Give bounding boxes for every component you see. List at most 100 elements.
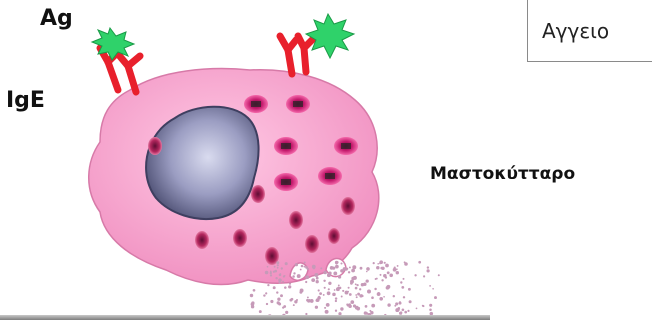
mediator-dot <box>293 272 295 274</box>
mediator-dot <box>363 282 367 286</box>
mediator-dot <box>394 305 396 307</box>
mediator-dot <box>356 307 360 311</box>
mediator-dot <box>370 311 373 314</box>
mediator-dot <box>348 287 350 289</box>
mediator-dot <box>304 262 306 264</box>
mediator-dot <box>285 262 288 265</box>
mediator-dot <box>328 271 331 274</box>
mediator-dot <box>335 265 339 269</box>
mediator-dot <box>355 283 357 285</box>
mediator-dot <box>379 297 383 301</box>
ige-antibody-right <box>280 36 314 74</box>
mediator-dot <box>383 296 385 298</box>
mediator-dot <box>327 291 331 295</box>
mediator-dot <box>325 310 329 314</box>
mediator-dot <box>275 277 277 279</box>
mediator-dot <box>376 266 379 269</box>
mediator-dot <box>314 273 318 277</box>
mediator-dot <box>307 300 310 303</box>
mediator-dot <box>283 305 286 308</box>
mediator-dot <box>355 294 357 296</box>
mediator-dot <box>277 267 279 269</box>
mediator-dot <box>316 280 319 283</box>
mediator-dot <box>277 264 279 266</box>
mediator-dot <box>293 304 295 306</box>
mediator-dot <box>320 267 322 269</box>
mediator-dot <box>404 262 408 266</box>
title-box-text: Αγγειο <box>542 19 609 43</box>
mediator-dot <box>350 282 353 285</box>
ige-label: IgE <box>6 88 45 113</box>
mediator-dot <box>393 268 397 272</box>
mediator-dot <box>386 285 390 289</box>
mediator-dot <box>393 295 395 297</box>
granule <box>251 185 265 203</box>
mediator-dot <box>273 286 276 289</box>
mediator-dot <box>427 266 429 268</box>
mediator-dot <box>397 265 399 267</box>
mediator-dot <box>253 289 256 292</box>
mediator-dot <box>432 288 434 290</box>
mediator-dot <box>377 292 379 294</box>
mediator-dot <box>307 268 309 270</box>
mediator-dot <box>276 291 278 293</box>
mediator-dot <box>371 296 374 299</box>
mediator-dot <box>348 271 350 273</box>
mediator-dot <box>342 290 344 292</box>
mediator-dot <box>289 299 292 302</box>
mediator-dot <box>429 285 431 287</box>
mediator-dot <box>300 269 302 271</box>
mediator-dot <box>352 265 356 269</box>
mediator-dot <box>313 267 316 270</box>
mediator-dot <box>400 311 402 313</box>
mediator-dot <box>349 303 351 305</box>
mediator-dot <box>304 266 306 268</box>
mediator-dot <box>270 300 273 303</box>
mediator-dot <box>300 289 304 293</box>
mediator-dot <box>283 275 285 277</box>
mediator-dot <box>366 279 369 282</box>
mediator-dot <box>359 288 361 290</box>
mediator-dot <box>267 284 269 286</box>
mediator-dot <box>422 305 424 307</box>
mediator-dot <box>416 308 418 310</box>
mediator-dot <box>404 311 407 314</box>
mediator-dot <box>360 267 363 270</box>
mediator-dot <box>319 292 322 295</box>
mediator-dot <box>356 284 358 286</box>
mediator-dot <box>281 267 283 269</box>
mediator-dot <box>277 301 280 304</box>
mediator-dot <box>389 274 393 278</box>
mediator-dot <box>350 300 354 304</box>
mediator-dot <box>376 278 378 280</box>
mediator-dot <box>297 274 301 278</box>
mediator-dot <box>357 293 360 296</box>
mediator-dot <box>371 304 375 308</box>
mediator-dot <box>305 281 307 283</box>
mediator-dot <box>402 308 405 311</box>
mediator-dot <box>429 309 432 312</box>
mediator-dot <box>353 276 357 280</box>
mediator-dot <box>349 266 351 268</box>
mediator-dot <box>316 277 319 280</box>
mediator-dot <box>381 279 383 281</box>
antigen-left <box>92 28 134 60</box>
granule <box>305 235 319 253</box>
granule <box>289 211 303 229</box>
mediator-dot <box>387 303 390 306</box>
granule <box>341 197 355 215</box>
mediator-dot <box>337 287 339 289</box>
mediator-dot <box>265 271 269 275</box>
granule <box>328 228 340 244</box>
mediator-dot <box>250 294 253 297</box>
mediator-dot <box>301 265 304 268</box>
mediator-dot <box>333 271 337 275</box>
mediator-dot <box>263 294 265 296</box>
mediator-dot <box>343 262 345 264</box>
ige-antibody-left <box>100 48 140 92</box>
mediator-dot <box>426 269 429 272</box>
mediator-dot <box>387 271 390 274</box>
granule <box>195 231 209 249</box>
mediator-dot <box>276 261 279 264</box>
mediator-dot <box>409 300 412 303</box>
